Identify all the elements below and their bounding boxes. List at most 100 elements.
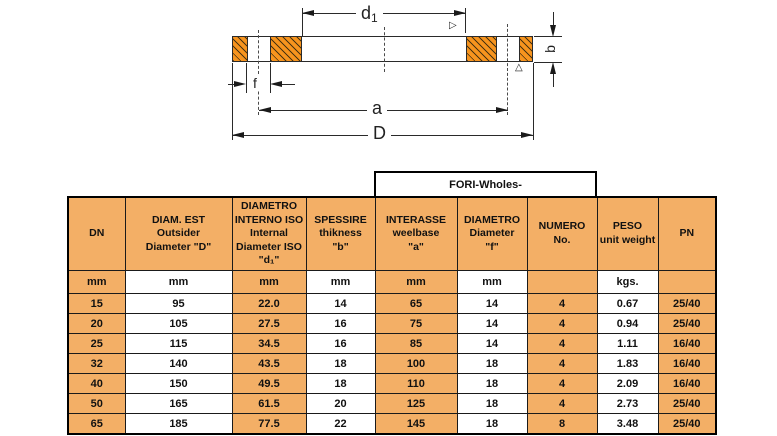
cell-f: 18 — [456, 373, 528, 394]
cell-D: 140 — [124, 353, 233, 374]
cell-D: 165 — [124, 393, 233, 414]
b-arrow-bottom-shaft — [553, 73, 554, 87]
cell-d1: 49.5 — [231, 373, 307, 394]
cell-weight: 1.11 — [596, 333, 659, 354]
cell-pn: 25/40 — [657, 393, 717, 414]
cell-a: 85 — [374, 333, 458, 354]
cell-dn: 50 — [67, 393, 126, 414]
cell-d1: 27.5 — [231, 313, 307, 334]
cell-pn: 25/40 — [657, 313, 717, 334]
table-row: 25 115 34.5 16 85 14 4 1.11 16/40 — [67, 333, 717, 354]
cell-d1: 61.5 — [231, 393, 307, 414]
cell-no: 4 — [526, 393, 598, 414]
cell-a: 145 — [374, 413, 458, 435]
b-extension-top — [534, 36, 562, 37]
cell-pn: 16/40 — [657, 373, 717, 394]
b-arrow-top-shaft — [553, 12, 554, 26]
cell-f: 14 — [456, 313, 528, 334]
b-extension-bottom — [534, 62, 562, 63]
cell-f: 18 — [456, 413, 528, 435]
col-header-thickness: SPESSIRE thikness "b" — [305, 196, 376, 271]
bolt-hole-centerline-right — [507, 24, 508, 115]
b-arrow-up-icon — [550, 62, 556, 74]
units-row: mm mm mm mm mm mm kgs. — [67, 270, 717, 294]
cell-D: 150 — [124, 373, 233, 394]
table-row: 15 95 22.0 14 65 14 4 0.67 25/40 — [67, 293, 717, 314]
unit-cell: mm — [456, 270, 528, 294]
d1-arrow-left-icon — [302, 10, 314, 16]
table-row: 65 185 77.5 22 145 18 8 3.48 25/40 — [67, 413, 717, 435]
D-extension-left — [232, 63, 233, 140]
flange-spec-table: DN DIAM. EST Outsider Diameter "D" DIAME… — [67, 196, 717, 435]
cell-a: 75 — [374, 313, 458, 334]
table-row: 20 105 27.5 16 75 14 4 0.94 25/40 — [67, 313, 717, 334]
col-header-wheelbase: INTERASSE weelbase "a" — [374, 196, 458, 271]
cell-b: 18 — [305, 373, 376, 394]
unit-cell: mm — [374, 270, 458, 294]
cell-d1: 43.5 — [231, 353, 307, 374]
cell-weight: 1.83 — [596, 353, 659, 374]
cell-weight: 2.73 — [596, 393, 659, 414]
f-arrow-left-icon — [270, 81, 282, 87]
cell-dn: 15 — [67, 293, 126, 314]
a-arrow-right-icon — [496, 107, 508, 113]
cell-no: 8 — [526, 413, 598, 435]
table-header-row: DN DIAM. EST Outsider Diameter "D" DIAME… — [67, 196, 717, 271]
f-dimension-label: f — [251, 75, 259, 91]
cell-dn: 32 — [67, 353, 126, 374]
unit-cell: kgs. — [596, 270, 659, 294]
D-arrow-right-icon — [521, 132, 533, 138]
cell-no: 4 — [526, 373, 598, 394]
cell-no: 4 — [526, 353, 598, 374]
table-row: 32 140 43.5 18 100 18 4 1.83 16/40 — [67, 353, 717, 374]
cell-f: 14 — [456, 293, 528, 314]
table-row: 50 165 61.5 20 125 18 4 2.73 25/40 — [67, 393, 717, 414]
hatch-section-right — [466, 36, 497, 62]
cell-a: 100 — [374, 353, 458, 374]
cell-D: 95 — [124, 293, 233, 314]
cell-b: 16 — [305, 333, 376, 354]
cell-d1: 22.0 — [231, 293, 307, 314]
hatch-section-left — [270, 36, 302, 62]
cell-dn: 20 — [67, 313, 126, 334]
cell-a: 65 — [374, 293, 458, 314]
bolt-hole-centerline-left — [258, 30, 259, 115]
unit-cell — [526, 270, 598, 294]
cell-b: 14 — [305, 293, 376, 314]
D-extension-right — [533, 63, 534, 140]
col-header-outside-diameter: DIAM. EST Outsider Diameter "D" — [124, 196, 233, 271]
unit-cell — [657, 270, 717, 294]
D-arrow-left-icon — [232, 132, 244, 138]
cell-dn: 40 — [67, 373, 126, 394]
cell-b: 22 — [305, 413, 376, 435]
cell-D: 105 — [124, 313, 233, 334]
cell-no: 4 — [526, 333, 598, 354]
cell-dn: 25 — [67, 333, 126, 354]
col-header-internal-diameter: DIAMETRO INTERNO ISO Internal Diameter I… — [231, 196, 307, 271]
f-extension-left — [246, 63, 247, 93]
d1-extension-right — [465, 8, 466, 33]
cell-pn: 16/40 — [657, 333, 717, 354]
cell-D: 115 — [124, 333, 233, 354]
fori-wholes-span-header: FORI-Wholes- — [374, 171, 597, 196]
cell-weight: 3.48 — [596, 413, 659, 435]
f-arrow-right-icon — [234, 81, 246, 87]
cell-pn: 25/40 — [657, 293, 717, 314]
cell-pn: 25/40 — [657, 413, 717, 435]
cell-f: 18 — [456, 393, 528, 414]
b-arrow-down-icon — [550, 25, 556, 37]
col-header-number: NUMERO No. — [526, 196, 598, 271]
d1-dimension-line — [302, 13, 466, 14]
cell-d1: 34.5 — [231, 333, 307, 354]
cell-weight: 2.09 — [596, 373, 659, 394]
col-header-pn: PN — [657, 196, 717, 271]
cell-b: 16 — [305, 313, 376, 334]
cell-a: 125 — [374, 393, 458, 414]
a-dimension-label: a — [367, 99, 388, 117]
cell-no: 4 — [526, 313, 598, 334]
a-arrow-left-icon — [259, 107, 271, 113]
cell-f: 18 — [456, 353, 528, 374]
col-header-weight: PESO unit weight — [596, 196, 659, 271]
col-header-hole-diameter: DIAMETRO Diameter "f" — [456, 196, 528, 271]
cell-dn: 65 — [67, 413, 126, 435]
